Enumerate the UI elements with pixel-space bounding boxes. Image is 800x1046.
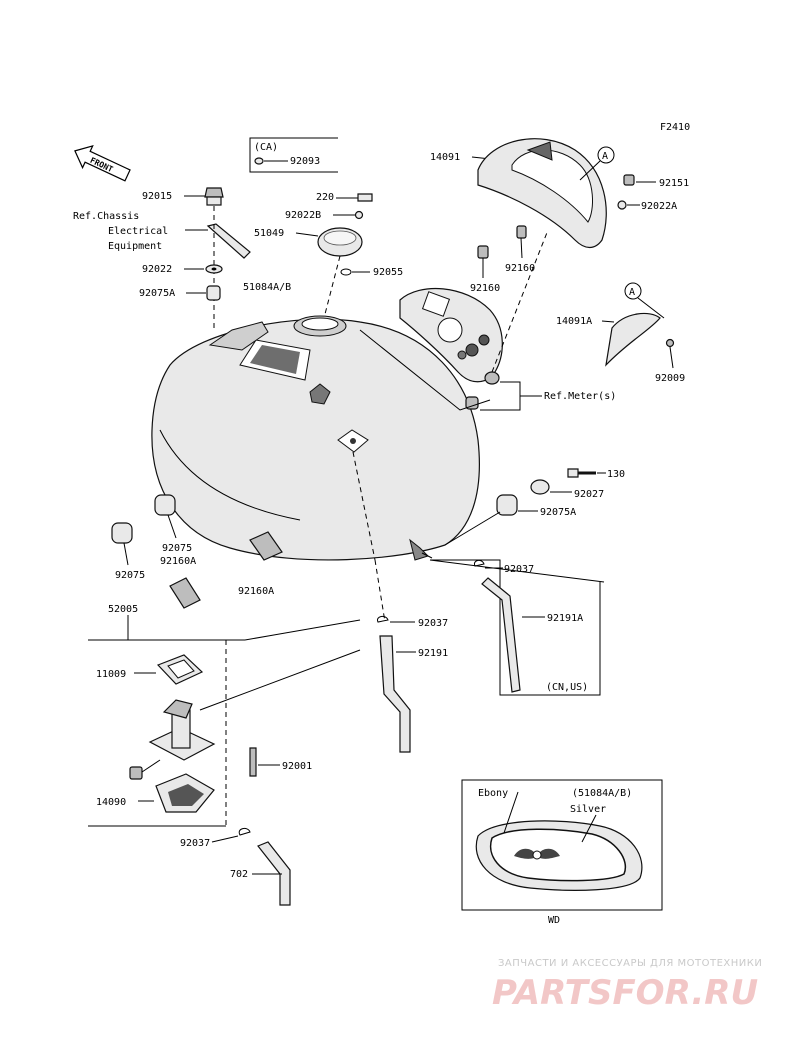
o-ring-92055-icon: [340, 268, 352, 276]
part-92075A-left: 92075A: [139, 288, 175, 299]
inset-market: WD: [548, 915, 560, 926]
part-130: 130: [607, 469, 625, 480]
bolt-130-head-icon: [567, 468, 579, 478]
part-92022: 92022: [142, 264, 172, 275]
ref-meter-note: Ref.Meter(s): [544, 391, 616, 402]
collar-92027-icon: [530, 479, 550, 495]
part-92093: 92093: [290, 156, 320, 167]
meter-cover-14091: [477, 138, 607, 249]
screw-220-icon: [357, 193, 373, 202]
part-92075-a: 92075: [162, 543, 192, 554]
damper-92075-a-icon: [154, 494, 176, 516]
cap-nut-icon: [204, 187, 224, 198]
callout-a-top-label: A: [602, 151, 608, 162]
front-arrow-icon: FRONT: [74, 144, 131, 182]
part-92151: 92151: [659, 178, 689, 189]
part-14091: 14091: [430, 152, 460, 163]
screw-92001-icon: [249, 747, 257, 777]
ca-bracket: [249, 137, 338, 173]
inset-part-ref: (51084A/B): [572, 788, 632, 799]
washer-92022B-icon: [354, 210, 364, 220]
part-92160-b: 92160: [505, 263, 535, 274]
ca-note: (CA): [254, 142, 278, 153]
ref-electrical-note: Electrical: [108, 226, 168, 237]
part-92075-b: 92075: [115, 570, 145, 581]
speedometer-assembly: [399, 287, 503, 383]
callout-a-top: [597, 146, 615, 164]
part-92191A: 92191A: [547, 613, 583, 624]
cn-us-note: (CN,US): [546, 682, 588, 693]
group-52005-bracket: [88, 615, 245, 641]
part-14091A: 14091A: [556, 316, 592, 327]
nut-92151-icon: [623, 174, 635, 186]
hose-92191A-icon: [481, 577, 521, 693]
part-92191: 92191: [418, 648, 448, 659]
part-52005: 52005: [108, 604, 138, 615]
washer-92022A-icon: [617, 200, 627, 210]
part-702: 702: [230, 869, 248, 880]
fuel-valve-52005: [129, 699, 216, 780]
cover-14091A-icon: [605, 312, 661, 367]
part-51049: 51049: [254, 228, 284, 239]
watermark-logo: PARTSFOR.RU: [492, 973, 758, 1013]
grommet-92160-left-icon: [477, 245, 489, 259]
rubber-92160A-icon: [249, 531, 283, 561]
part-14090: 14090: [96, 797, 126, 808]
watermark-tagline: ЗАПЧАСТИ И АКСЕССУАРЫ ДЛЯ МОТОТЕХНИКИ: [498, 958, 762, 969]
fuel-tank: [151, 315, 480, 561]
part-11009: 11009: [96, 669, 126, 680]
part-92022B: 92022B: [285, 210, 321, 221]
cn-us-box: [430, 559, 601, 696]
part-92022A: 92022A: [641, 201, 677, 212]
part-92009: 92009: [655, 373, 685, 384]
clamp-92037-bottom-icon: [238, 827, 251, 836]
part-92160-a: 92160: [470, 283, 500, 294]
callout-a-bottom: [624, 282, 642, 300]
hose-92191-icon: [379, 635, 411, 753]
bracket-strip-icon: [206, 223, 251, 259]
inset-silver: Silver: [570, 804, 606, 815]
inset-ebony: Ebony: [478, 788, 508, 799]
part-51084: 51084A/B: [243, 282, 291, 293]
ref-equipment-note: Equipment: [108, 241, 162, 252]
part-92160A-a: 92160A: [160, 556, 196, 567]
part-92027: 92027: [574, 489, 604, 500]
clip-92009-icon: [665, 338, 675, 348]
damper-92075A-right-icon: [496, 494, 518, 516]
ref-chassis-note: Ref.Chassis: [73, 211, 139, 222]
part-92001: 92001: [282, 761, 312, 772]
nut-92093-icon: [254, 157, 264, 165]
tank-side-panel: [475, 820, 643, 891]
part-92037-mid: 92037: [418, 618, 448, 629]
meter-damper-icon: [465, 396, 479, 410]
part-92037-right: 92037: [504, 564, 534, 575]
part-92015: 92015: [142, 191, 172, 202]
rubber-92160A-lower-icon: [169, 577, 201, 609]
part-220: 220: [316, 192, 334, 203]
part-92055: 92055: [373, 267, 403, 278]
damper-92075A-icon: [206, 285, 221, 301]
callout-a-bottom-label: A: [629, 287, 635, 298]
grommet-92160-icon: [516, 225, 527, 239]
part-92160A-b: 92160A: [238, 586, 274, 597]
damper-92075-b-icon: [111, 522, 133, 544]
diagram-code: F2410: [660, 122, 690, 133]
clamp-92037-mid-icon: [377, 615, 389, 623]
meter-grommet-icon: [484, 371, 500, 385]
clamp-92037-right-icon: [473, 559, 485, 567]
part-92075A-right: 92075A: [540, 507, 576, 518]
part-92037-bottom: 92037: [180, 838, 210, 849]
